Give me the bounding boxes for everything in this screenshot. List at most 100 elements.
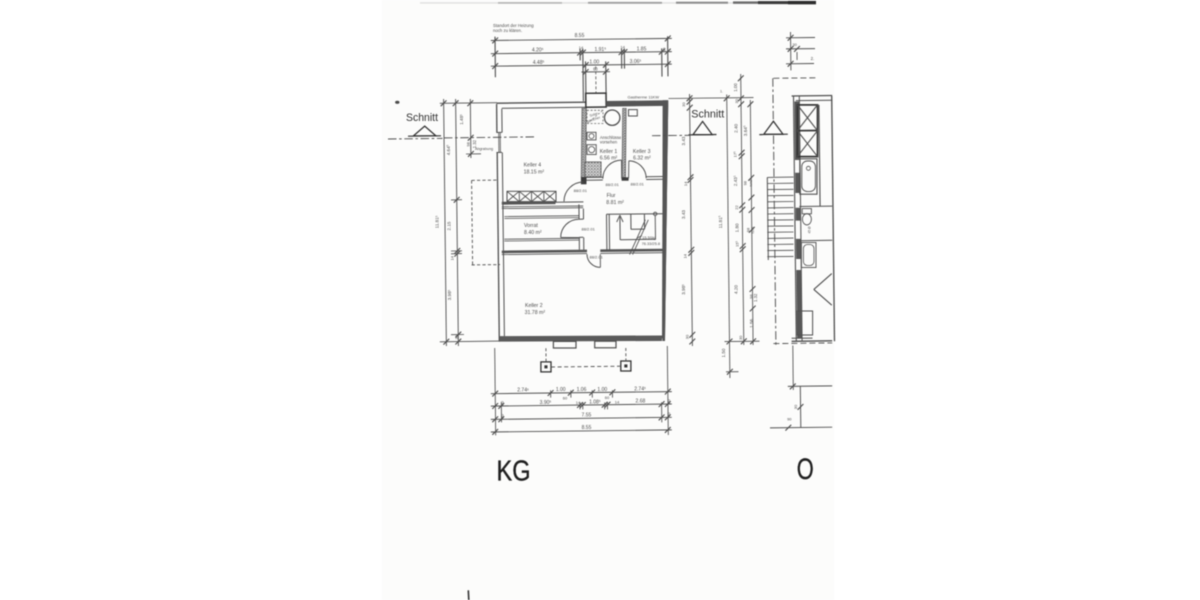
svg-text:7.55: 7.55 xyxy=(582,413,592,419)
svg-text:Schnitt: Schnitt xyxy=(691,109,725,121)
svg-text:1.80: 1.80 xyxy=(734,223,739,232)
svg-text:2.: 2. xyxy=(811,56,815,61)
svg-text:22: 22 xyxy=(734,205,739,210)
svg-text:30: 30 xyxy=(499,400,504,405)
svg-text:60: 60 xyxy=(563,395,568,400)
svg-text:1.485: 1.485 xyxy=(459,114,464,125)
svg-text:11.815: 11.815 xyxy=(718,215,723,228)
svg-text:1.32: 1.32 xyxy=(753,293,758,302)
svg-text:3.43: 3.43 xyxy=(681,136,686,145)
svg-text:Abgrabung: Abgrabung xyxy=(475,147,493,151)
svg-text:30: 30 xyxy=(738,335,743,340)
svg-text:31.78 m²: 31.78 m² xyxy=(525,310,546,316)
svg-text:rund: rund xyxy=(751,227,755,234)
svg-text:Keller 2: Keller 2 xyxy=(525,303,543,309)
svg-text:30: 30 xyxy=(734,98,739,103)
svg-text:3.905: 3.905 xyxy=(540,399,552,405)
svg-text:8.81 m²: 8.81 m² xyxy=(606,200,624,206)
svg-text:3.645: 3.645 xyxy=(743,125,748,136)
svg-text:Gastherme 11KW: Gastherme 11KW xyxy=(628,95,660,100)
svg-text:3.43: 3.43 xyxy=(681,210,686,219)
svg-text:88/2.01: 88/2.01 xyxy=(574,188,588,193)
svg-text:1.56: 1.56 xyxy=(749,318,754,327)
svg-text:30: 30 xyxy=(666,412,671,417)
svg-text:30: 30 xyxy=(454,334,459,339)
svg-text:88/2.01: 88/2.01 xyxy=(631,181,645,186)
svg-text:98: 98 xyxy=(743,180,748,185)
svg-text:2.68: 2.68 xyxy=(636,399,646,405)
svg-text:1.00: 1.00 xyxy=(556,387,566,393)
svg-text:30: 30 xyxy=(684,334,689,339)
svg-text:1.32: 1.32 xyxy=(472,139,477,148)
svg-text:Schnitt: Schnitt xyxy=(406,112,439,124)
svg-text:6.32 m²: 6.32 m² xyxy=(633,156,651,162)
svg-text:1.50: 1.50 xyxy=(721,348,726,357)
svg-text:1.06: 1.06 xyxy=(577,387,587,393)
svg-text:14: 14 xyxy=(620,45,625,50)
svg-text:2.431: 2.431 xyxy=(733,175,738,186)
svg-text:30: 30 xyxy=(666,399,671,404)
svg-text:18.15 m²: 18.15 m² xyxy=(524,170,545,176)
svg-text:2.745: 2.745 xyxy=(634,386,646,392)
svg-text:1.00: 1.00 xyxy=(733,83,738,92)
svg-text:6.56 m²: 6.56 m² xyxy=(600,156,618,162)
svg-text:98: 98 xyxy=(466,141,471,146)
svg-text:8.55: 8.55 xyxy=(582,425,592,431)
svg-text:14: 14 xyxy=(579,45,584,50)
svg-text:1.00: 1.00 xyxy=(597,387,607,393)
svg-text:88/2.01: 88/2.01 xyxy=(606,182,620,187)
svg-text:noch zu klären.: noch zu klären. xyxy=(493,28,522,33)
svg-text:speicher: speicher xyxy=(587,115,602,123)
svg-text:1.: 1. xyxy=(720,89,723,93)
svg-text:vorsehen: vorsehen xyxy=(600,140,618,145)
svg-text:rund: rund xyxy=(749,180,753,187)
svg-text:Solar-: Solar- xyxy=(589,111,600,118)
svg-text:30: 30 xyxy=(661,47,666,52)
svg-text:Keller 3: Keller 3 xyxy=(633,149,651,155)
svg-text:1.085: 1.085 xyxy=(589,399,601,405)
svg-text:2.15: 2.15 xyxy=(447,221,452,230)
svg-text:88/2.01: 88/2.01 xyxy=(582,226,596,231)
svg-text:30: 30 xyxy=(793,404,798,409)
svg-text:14: 14 xyxy=(450,255,455,260)
svg-text:Keller 1: Keller 1 xyxy=(600,149,618,155)
svg-text:15.5Stg: 15.5Stg xyxy=(642,235,655,240)
svg-text:8.55: 8.55 xyxy=(575,33,585,39)
svg-text:1.85: 1.85 xyxy=(637,46,647,52)
svg-text:30: 30 xyxy=(681,102,686,107)
svg-text:O: O xyxy=(797,453,814,486)
svg-text:30: 30 xyxy=(792,42,797,47)
svg-text:98: 98 xyxy=(746,227,751,232)
svg-text:155: 155 xyxy=(735,240,740,246)
svg-text:4.205: 4.205 xyxy=(532,47,544,53)
svg-text:98: 98 xyxy=(748,294,753,299)
svg-text:14: 14 xyxy=(682,253,687,258)
svg-text:14: 14 xyxy=(683,181,688,186)
svg-text:60: 60 xyxy=(605,395,610,400)
svg-text:Keller 4: Keller 4 xyxy=(524,163,542,169)
svg-text:45 Ø: 45 Ø xyxy=(808,226,812,233)
svg-text:4.645: 4.645 xyxy=(446,144,451,155)
svg-text:76.33/25.8: 76.33/25.8 xyxy=(642,241,660,246)
svg-text:Flur: Flur xyxy=(607,193,616,199)
svg-text:KG: KG xyxy=(497,456,531,488)
svg-text:3.985: 3.985 xyxy=(681,284,686,295)
svg-text:175: 175 xyxy=(732,151,737,157)
svg-text:Vorrat: Vorrat xyxy=(524,223,538,229)
svg-text:8.40 m²: 8.40 m² xyxy=(524,230,542,236)
svg-text:11.815: 11.815 xyxy=(434,215,439,228)
svg-text:14: 14 xyxy=(615,400,620,405)
svg-text:3.985: 3.985 xyxy=(447,289,452,300)
svg-text:2.40: 2.40 xyxy=(733,123,738,132)
svg-text:2.745: 2.745 xyxy=(517,387,529,393)
svg-text:Standort der Heizung: Standort der Heizung xyxy=(493,23,534,28)
svg-text:1.00: 1.00 xyxy=(589,59,599,65)
svg-text:4.485: 4.485 xyxy=(533,60,545,66)
svg-text:4.20: 4.20 xyxy=(734,285,739,294)
svg-text:90: 90 xyxy=(787,416,792,421)
svg-text:14: 14 xyxy=(576,400,581,405)
svg-text:Anschlüsse: Anschlüsse xyxy=(600,135,622,140)
svg-text:88/2.01: 88/2.01 xyxy=(590,255,604,260)
svg-text:1.915: 1.915 xyxy=(594,46,606,52)
svg-text:3.065: 3.065 xyxy=(630,59,642,65)
